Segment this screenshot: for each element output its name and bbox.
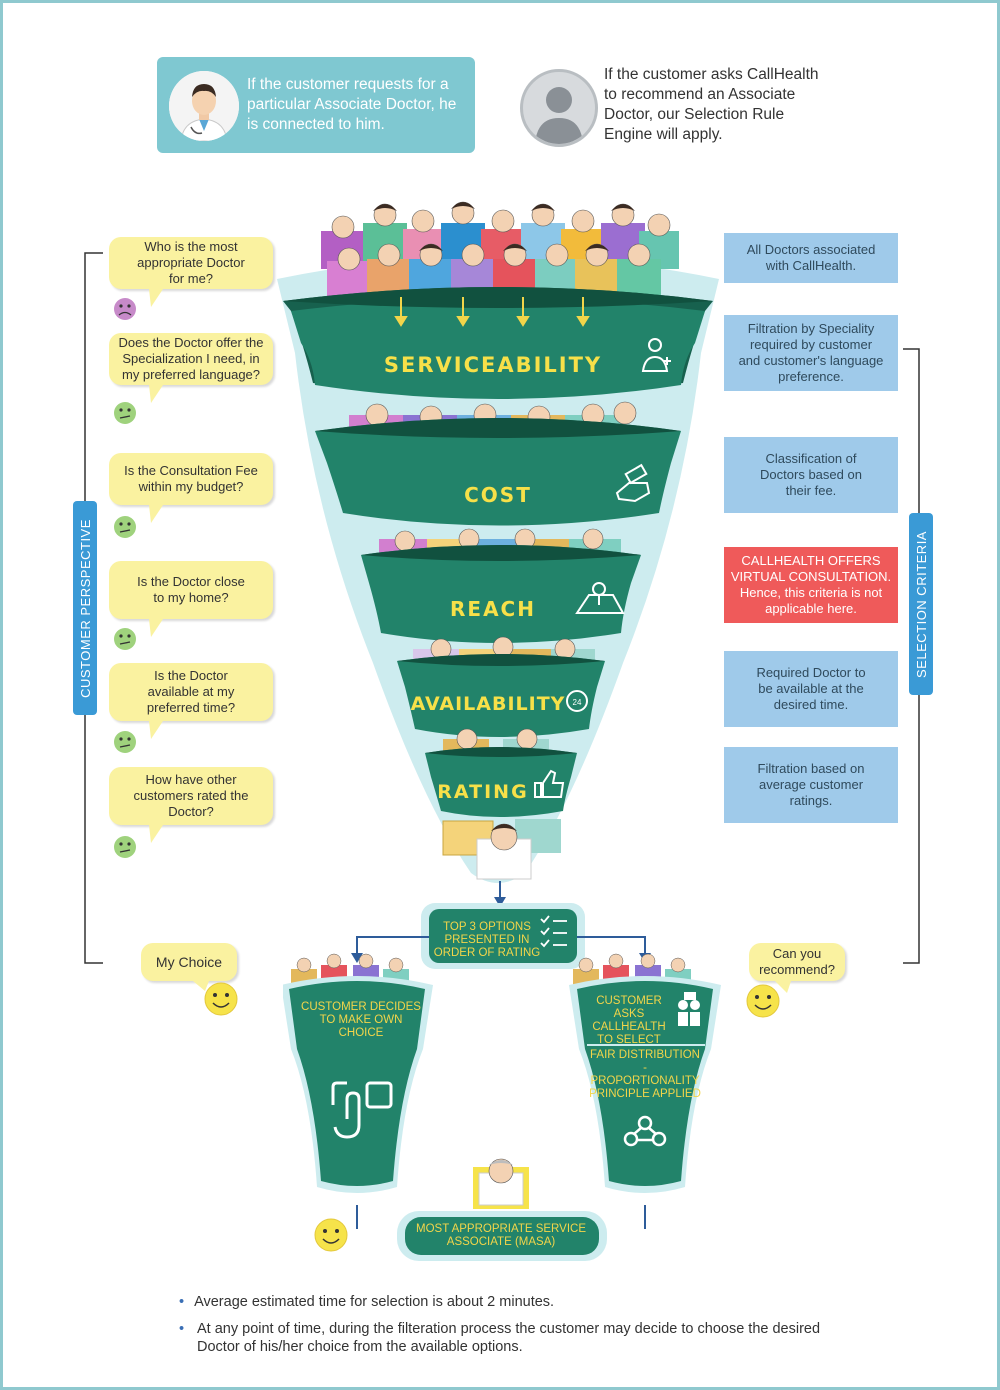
happy-face-icon bbox=[314, 1218, 348, 1252]
doctor-avatar-icon bbox=[169, 71, 239, 141]
top-options-text: TOP 3 OPTIONS PRESENTED IN ORDER OF RATI… bbox=[433, 921, 541, 959]
two-people-icon bbox=[678, 992, 700, 1026]
criteria-box-3: Classification of Doctors based on their… bbox=[724, 437, 898, 513]
stage-cost: COST bbox=[464, 483, 532, 507]
left-funnel-text: CUSTOMER DECIDES TO MAKE OWN CHOICE bbox=[301, 1001, 421, 1039]
masa-text: MOST APPROPRIATE SERVICE ASSOCIATE (MASA… bbox=[416, 1223, 586, 1248]
criteria-text: Required Doctor to be available at the d… bbox=[756, 665, 866, 712]
customer-perspective-tab: CUSTOMER PERSPECTIVE bbox=[73, 501, 97, 715]
selection-criteria-label: SELECTION CRITERIA bbox=[913, 530, 929, 678]
bullet-icon: • bbox=[179, 1321, 185, 1337]
tap-select-icon bbox=[331, 1081, 393, 1139]
question-text: Is the Consultation Fee within my budget… bbox=[124, 463, 258, 494]
stage-availability: AVAILABILITY bbox=[410, 693, 566, 715]
thumbs-up-icon bbox=[534, 769, 565, 798]
stage-icons bbox=[534, 338, 671, 798]
stage-serviceability: SERVICEABILITY bbox=[383, 353, 603, 377]
criteria-text: Filtration by Speciality required by cus… bbox=[738, 321, 884, 384]
doctor-plus-icon bbox=[641, 338, 671, 372]
question-text: Is the Doctor close to my home? bbox=[137, 574, 245, 605]
question-bubble-1: Who is the most appropriate Doctor for m… bbox=[109, 237, 273, 289]
my-choice-text: My Choice bbox=[155, 954, 223, 970]
criteria-text: CALLHEALTH OFFERS VIRTUAL CONSULTATION. … bbox=[730, 553, 892, 616]
question-bubble-2: Does the Doctor offer the Specialization… bbox=[109, 333, 273, 385]
question-text: Does the Doctor offer the Specialization… bbox=[118, 335, 264, 382]
selection-criteria-tab: SELECTION CRITERIA bbox=[909, 513, 933, 695]
question-bubble-6: How have other customers rated the Docto… bbox=[109, 767, 273, 825]
customer-perspective-label: CUSTOMER PERSPECTIVE bbox=[77, 518, 93, 698]
direct-request-text: If the customer requests for a particula… bbox=[247, 76, 457, 133]
right-funnel-text-1: CUSTOMER ASKS CALLHEALTH TO SELECT bbox=[592, 995, 666, 1046]
note-1: • Average estimated time for selection is… bbox=[179, 1293, 839, 1311]
happy-face-icon bbox=[204, 982, 238, 1016]
ranked-list-icon bbox=[540, 915, 567, 948]
question-text: Who is the most appropriate Doctor for m… bbox=[137, 239, 245, 286]
bubble-tails-and-faces bbox=[114, 289, 163, 858]
worried-face-icon bbox=[114, 298, 136, 320]
map-pin-icon bbox=[575, 582, 625, 614]
svg-text:24: 24 bbox=[573, 698, 582, 707]
question-bubble-4: Is the Doctor close to my home? bbox=[109, 561, 273, 619]
criteria-box-2: Filtration by Speciality required by cus… bbox=[724, 315, 898, 391]
bullet-icon: • bbox=[179, 1294, 185, 1310]
doctor-crowd-icons bbox=[321, 201, 679, 301]
right-funnel-text-2: FAIR DISTRIBUTION - PROPORTIONALITY PRIN… bbox=[589, 1049, 701, 1100]
stage-rating: RATING bbox=[437, 781, 529, 803]
criteria-box-6: Filtration based on average customer rat… bbox=[724, 747, 898, 823]
criteria-text: Filtration based on average customer rat… bbox=[757, 761, 865, 808]
masa-graphic bbox=[397, 1158, 607, 1261]
neutral-face-icon bbox=[114, 836, 136, 858]
question-text: Is the Doctor available at my preferred … bbox=[146, 668, 236, 715]
clock-24-icon bbox=[566, 690, 588, 712]
question-bubble-3: Is the Consultation Fee within my budget… bbox=[109, 453, 273, 505]
note-text: Average estimated time for selection is … bbox=[194, 1294, 555, 1310]
masa-doctor-icon bbox=[473, 1158, 529, 1209]
criteria-text: Classification of Doctors based on their… bbox=[760, 451, 862, 498]
neutral-face-icon bbox=[114, 731, 136, 753]
user-placeholder-icon bbox=[520, 69, 598, 147]
recommend-request-text: If the customer asks CallHealth to recom… bbox=[604, 66, 819, 143]
note-text: At any point of time, during the filtera… bbox=[197, 1321, 821, 1355]
criteria-box-5: Required Doctor to be available at the d… bbox=[724, 651, 898, 727]
stage-reach: REACH bbox=[450, 597, 536, 621]
question-bubble-5: Is the Doctor available at my preferred … bbox=[109, 663, 273, 721]
neutral-face-icon bbox=[114, 402, 136, 424]
cash-hand-icon bbox=[615, 463, 651, 503]
note-2: • At any point of time, during the filter… bbox=[179, 1320, 839, 1356]
decision-flow bbox=[283, 903, 721, 1229]
criteria-box-4-alert: CALLHEALTH OFFERS VIRTUAL CONSULTATION. … bbox=[724, 547, 898, 623]
happy-face-icon bbox=[746, 984, 780, 1018]
my-choice-bubble: My Choice bbox=[141, 943, 237, 981]
happy-faces bbox=[193, 981, 791, 1252]
direct-request-box: If the customer requests for a particula… bbox=[157, 57, 475, 153]
recommend-bubble: Can you recommend? bbox=[749, 943, 845, 981]
selected-doctors-icons bbox=[442, 819, 561, 880]
network-distribution-icon bbox=[623, 1115, 667, 1147]
recommend-text: Can you recommend? bbox=[759, 946, 835, 977]
question-text: How have other customers rated the Docto… bbox=[133, 772, 249, 819]
neutral-face-icon bbox=[114, 516, 136, 538]
neutral-face-icon bbox=[114, 628, 136, 650]
criteria-box-1: All Doctors associated with CallHealth. bbox=[724, 233, 898, 283]
selection-funnel: 24 bbox=[277, 201, 719, 907]
criteria-text: All Doctors associated with CallHealth. bbox=[746, 242, 876, 273]
